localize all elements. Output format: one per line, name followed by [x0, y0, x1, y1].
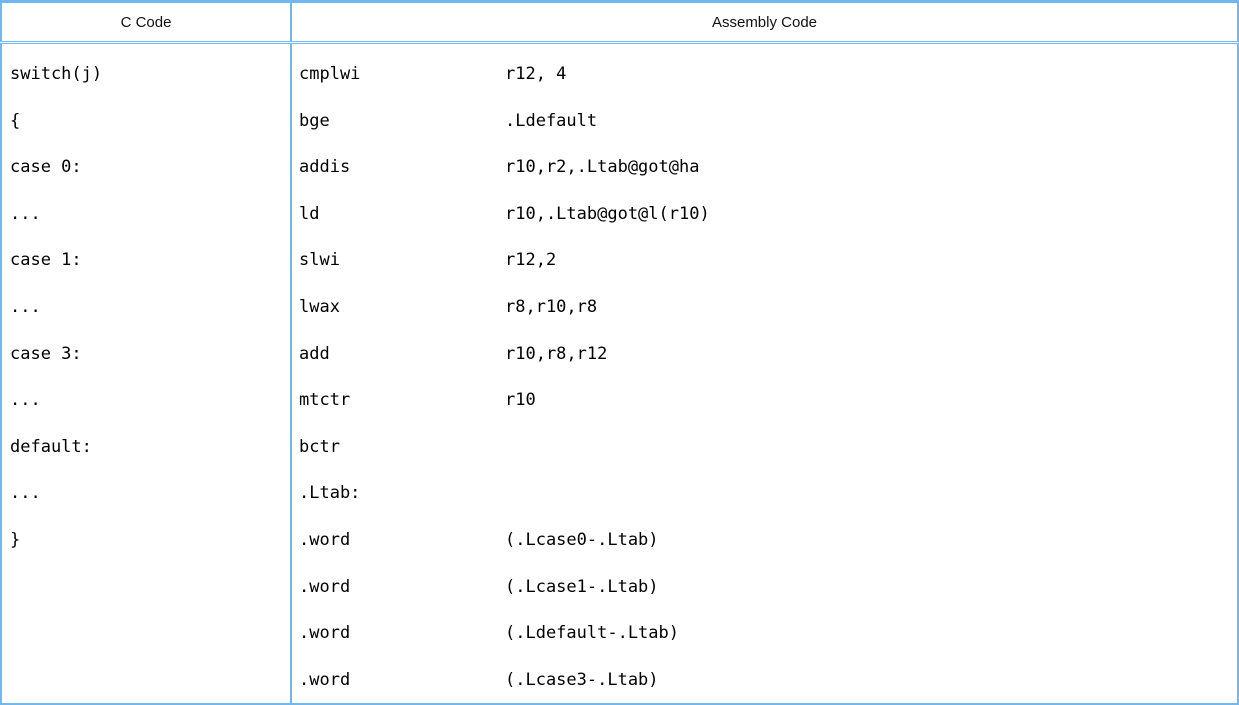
assembly-operand: r10,.Ltab@got@l(r10) [505, 203, 710, 224]
assembly-code-line: mtctr r10 [292, 377, 1237, 424]
assembly-operand: r12, 4 [505, 64, 567, 84]
c-code-line: ... [10, 483, 41, 504]
c-code-line: ... [10, 203, 41, 224]
column-header-assembly-code: Assembly Code [291, 1, 1238, 44]
assembly-mnemonic: .word [299, 623, 351, 644]
assembly-code-line: .word (.Lcase3-.Ltab) [292, 657, 1237, 704]
column-header-c-code: C Code [1, 1, 292, 44]
c-code-line: ... [10, 296, 41, 317]
c-code-line: default: [10, 436, 92, 457]
c-code-line: } [10, 529, 21, 550]
c-code-line: switch(j) [10, 64, 103, 84]
table-body: switch(j) { case 0:... case 1:... case 3:...… [1, 42, 1238, 705]
assembly-code-line: bctr [292, 424, 1237, 471]
assembly-operand: (.Lcase3-.Ltab) [505, 669, 659, 690]
assembly-code-line: .word (.Lcase0-.Ltab) [292, 517, 1237, 564]
assembly-code-line: add r10,r8,r12 [292, 331, 1237, 378]
c-code-line: ... [10, 390, 41, 411]
table-header-row: C Code Assembly Code [1, 1, 1238, 44]
assembly-code-line: cmplwi r12, 4 [292, 51, 1237, 98]
assembly-code-cell: cmplwi r12, 4 bge .Ldefault addis r10,r2,.Lta… [291, 42, 1238, 705]
c-code-line: case 0: [10, 157, 82, 178]
c-code-line: { [10, 110, 21, 131]
table-header: C Code Assembly Code [1, 1, 1238, 44]
assembly-code-line: .word (.Lcase1-.Ltab) [292, 564, 1237, 611]
assembly-mnemonic: .Ltab: [299, 483, 361, 504]
assembly-operand: (.Ldefault-.Ltab) [505, 623, 679, 644]
assembly-mnemonic: .word [299, 576, 351, 597]
c-code-line: case 1: [10, 250, 82, 271]
assembly-code-line: lwax r8,r10,r8 [292, 284, 1237, 331]
assembly-operand: r10 [505, 390, 536, 411]
assembly-operand: r8,r10,r8 [505, 296, 598, 317]
assembly-operand: r10,r2,.Ltab@got@ha [505, 157, 700, 178]
assembly-mnemonic: .word [299, 529, 351, 550]
assembly-operand: (.Lcase1-.Ltab) [505, 576, 659, 597]
assembly-mnemonic: add [299, 343, 330, 364]
assembly-code-line: slwi r12,2 [292, 237, 1237, 284]
assembly-code-line: bge .Ldefault [292, 98, 1237, 145]
assembly-mnemonic: .word [299, 669, 351, 690]
c-code-listing: switch(j) { case 0:... case 1:... case 3:...… [2, 44, 290, 703]
assembly-mnemonic: bge [299, 110, 330, 131]
assembly-operand: .Ldefault [505, 110, 598, 131]
assembly-code-line: ld r10,.Ltab@got@l(r10) [292, 191, 1237, 238]
assembly-mnemonic: ld [299, 203, 320, 224]
c-code-line: case 3: [10, 343, 82, 364]
assembly-code-line: .word (.Ldefault-.Ltab) [292, 610, 1237, 657]
assembly-mnemonic: lwax [299, 296, 340, 317]
assembly-code-line: .Ltab: [292, 470, 1237, 517]
assembly-operand: (.Lcase0-.Ltab) [505, 529, 659, 550]
table-row: switch(j) { case 0:... case 1:... case 3:...… [1, 42, 1238, 705]
assembly-mnemonic: bctr [299, 436, 340, 457]
c-code-cell: switch(j) { case 0:... case 1:... case 3:...… [1, 42, 292, 705]
assembly-code-line: addis r10,r2,.Ltab@got@ha [292, 144, 1237, 191]
assembly-mnemonic: slwi [299, 250, 340, 271]
assembly-mnemonic: addis [299, 157, 351, 178]
assembly-code-listing: cmplwi r12, 4 bge .Ldefault addis r10,r2,.Lta… [292, 44, 1237, 703]
assembly-operand: r12,2 [505, 250, 557, 271]
assembly-operand: r10,r8,r12 [505, 343, 608, 364]
assembly-mnemonic: cmplwi [299, 64, 361, 84]
assembly-mnemonic: mtctr [299, 390, 351, 411]
